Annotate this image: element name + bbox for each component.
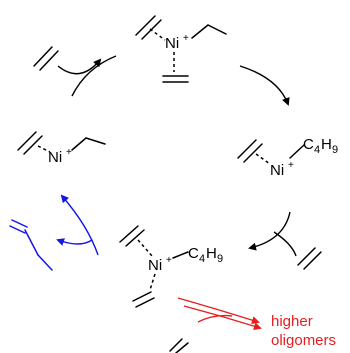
butyl-label-right-H: H [321,136,332,153]
complex-right: Ni + C 4 H 9 [237,136,338,179]
charge-label-right: + [288,160,294,171]
ethylene-incoming-right [297,247,322,270]
metal-label-left: Ni [48,149,62,166]
arrow-beta-hydride-elimination [56,194,99,256]
butyl-label-right-C-sub: 4 [314,144,320,156]
metal-label-bottom: Ni [148,257,162,274]
butyl-label-right-C: C [303,136,314,153]
complex-bottom: Ni + C 4 H 9 [119,225,223,308]
butyl-label-bottom-C: C [188,245,199,262]
arrow-insertion [239,65,290,106]
butyl-label-bottom-H: H [206,245,217,262]
butyl-label-right-H-sub: 9 [332,144,338,156]
complex-left: Ni + [17,131,106,166]
arrow-ethylene-coordination [57,55,117,97]
metal-label-top: Ni [165,35,179,52]
arrow-chain-growth [177,297,262,331]
butyl-label-bottom-H-sub: 9 [217,253,223,265]
product-label-oligomers: oligomers [271,332,336,349]
product-label-higher: higher [271,313,313,330]
metal-label-right: Ni [270,162,284,179]
complex-top: Ni + [135,15,227,83]
butene-product [9,219,53,271]
charge-label-bottom: + [166,255,172,266]
ethylene-incoming-top [33,46,59,71]
charge-label-top: + [183,33,189,44]
ethylene-incoming-bottom [169,338,189,353]
charge-label-left: + [66,147,72,158]
arrow-ethylene-coordination-2 [248,211,297,257]
butyl-label-bottom-C-sub: 4 [199,253,205,265]
